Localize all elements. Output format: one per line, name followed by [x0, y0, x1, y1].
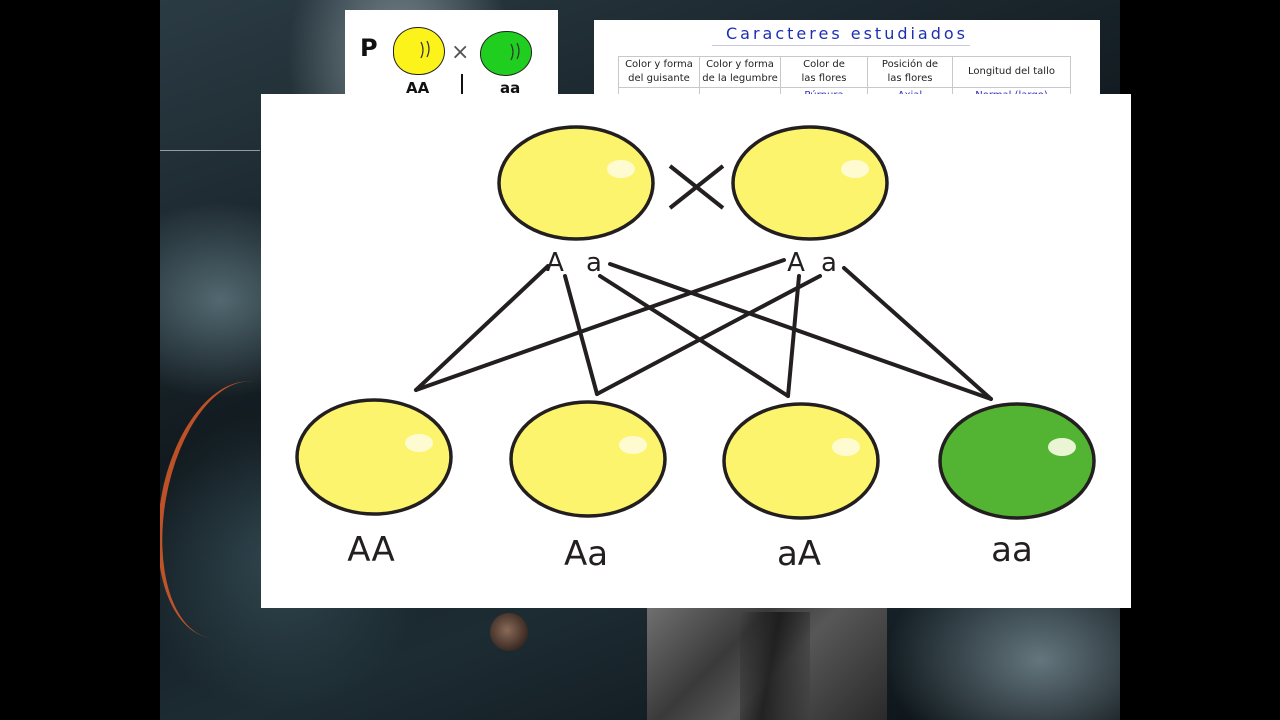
gamete-line [608, 262, 993, 401]
gamete-lines [414, 258, 993, 401]
gamete-line [414, 264, 550, 392]
monohybrid-cross-diagram: A a A a AA Aa aA aa [261, 94, 1131, 608]
offspring-pea-2 [509, 400, 667, 518]
offspring-genotype: aa [991, 530, 1033, 570]
table-title: Caracteres estudiados [725, 24, 969, 43]
gamete-line [842, 266, 993, 401]
left-parent-genotype: AA [406, 79, 430, 97]
offspring-pea-3 [722, 402, 880, 520]
allele-label: A [787, 248, 805, 278]
gamete-line [786, 274, 801, 398]
gamete-line [598, 274, 790, 398]
parent-pea-right [731, 125, 889, 241]
gamete-line [563, 274, 599, 396]
generation-label: P [360, 34, 378, 62]
offspring-genotype: Aa [564, 534, 608, 574]
gamete-line [414, 258, 786, 392]
background-streak [160, 150, 260, 151]
table-header-cell: Longitud del tallo [952, 56, 1071, 88]
allele-label: A [546, 248, 564, 278]
right-parent-genotype: aa [500, 79, 521, 97]
background-planet [490, 613, 528, 651]
cross-icon [668, 164, 725, 210]
offspring-genotype: aA [777, 534, 821, 574]
table-title-underline [712, 45, 970, 46]
yellow-pea-drawing [393, 27, 445, 75]
parent-pea-left [497, 125, 655, 241]
allele-label: a [821, 248, 837, 278]
offspring-pea-1 [295, 398, 453, 516]
offspring-pea-4 [938, 402, 1096, 520]
offspring-genotype: AA [347, 530, 394, 570]
portrait-photo-lapel [740, 612, 810, 720]
green-pea-drawing [480, 31, 532, 76]
allele-label: a [586, 248, 602, 278]
cross-symbol: × [451, 40, 470, 65]
genotype-divider [461, 74, 463, 98]
gamete-line [595, 274, 822, 396]
